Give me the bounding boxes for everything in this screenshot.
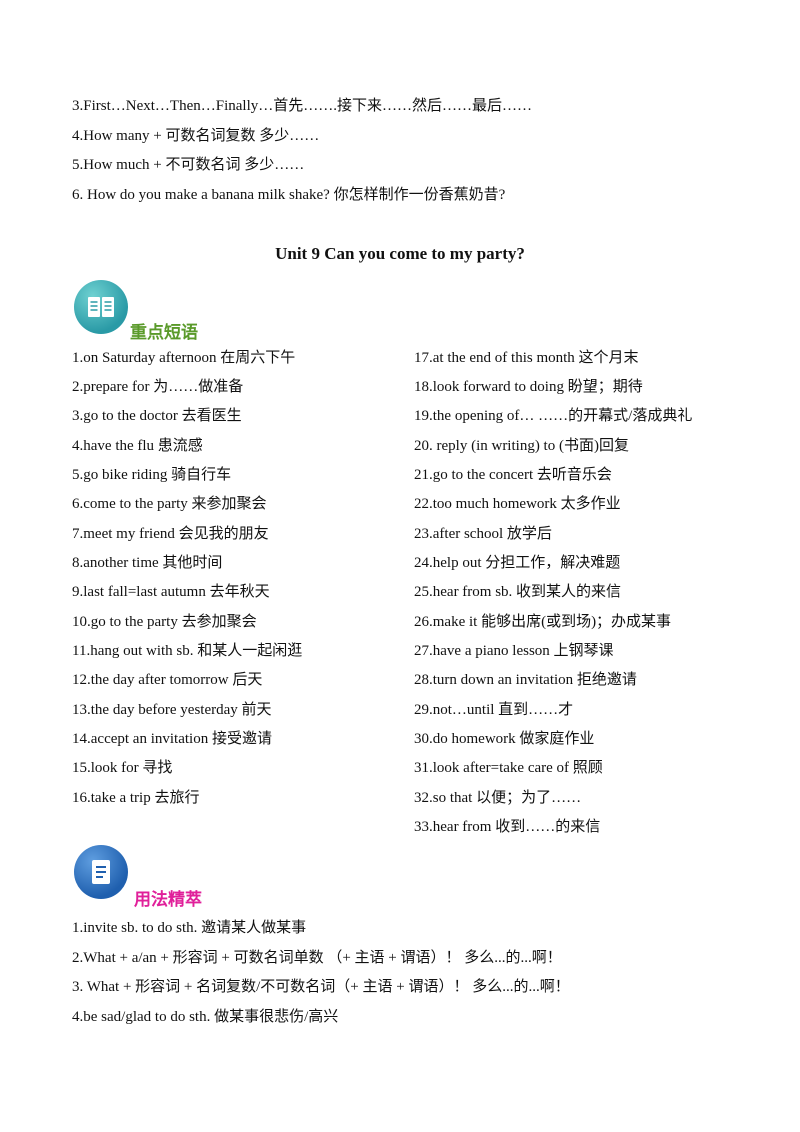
- phrase-item: 3.go to the doctor 去看医生: [72, 408, 242, 424]
- phrase-item: 7.meet my friend 会见我的朋友: [72, 526, 269, 542]
- intro-line: 6. How do you make a banana milk shake? …: [72, 187, 506, 203]
- phrase-item: 20. reply (in writing) to (书面)回复: [414, 438, 629, 454]
- phrase-item: 18.look forward to doing 盼望；期待: [414, 379, 643, 395]
- unit-title: Unit 9 Can you come to my party?: [275, 244, 525, 263]
- intro-line: 5.How much + 不可数名词 多少……: [72, 157, 305, 173]
- phrase-item: 6.come to the party 来参加聚会: [72, 496, 267, 512]
- phrase-item: 28.turn down an invitation 拒绝邀请: [414, 672, 637, 688]
- usage-line: 4.be sad/glad to do sth. 做某事很悲伤/高兴: [72, 1009, 339, 1025]
- phrase-item: 25.hear from sb. 收到某人的来信: [414, 584, 622, 600]
- phrase-item: 1.on Saturday afternoon 在周六下午: [72, 350, 296, 366]
- phrase-item: 31.look after=take care of 照顾: [414, 760, 603, 776]
- book-icon: [74, 280, 128, 334]
- phrase-item: 12.the day after tomorrow 后天: [72, 672, 263, 688]
- phrase-item: 8.another time 其他时间: [72, 555, 223, 571]
- usage-line: 1.invite sb. to do sth. 邀请某人做某事: [72, 920, 307, 936]
- phrase-item: 32.so that 以便；为了……: [414, 790, 582, 806]
- section-title-usage: 用法精萃: [134, 890, 202, 910]
- phrase-item: 24.help out 分担工作，解决难题: [414, 555, 621, 571]
- phrase-item: 22.too much homework 太多作业: [414, 496, 621, 512]
- phrase-item: 17.at the end of this month 这个月末: [414, 350, 639, 366]
- usage-line: 3. What + 形容词 + 名词复数/不可数名词（+ 主语 + 谓语）！ 多…: [72, 979, 570, 995]
- phrase-item: 19.the opening of… ……的开幕式/落成典礼: [414, 408, 693, 424]
- document-list-icon: [74, 845, 128, 899]
- usage-line: 2.What + a/an + 形容词 + 可数名词单数 （+ 主语 + 谓语）…: [72, 950, 562, 966]
- phrase-item: 26.make it 能够出席(或到场)；办成某事: [414, 614, 672, 630]
- phrase-item: 29.not…until 直到……才: [414, 702, 574, 718]
- phrase-item: 11.hang out with sb. 和某人一起闲逛: [72, 643, 303, 659]
- phrase-item: 27.have a piano lesson 上钢琴课: [414, 643, 614, 659]
- phrase-item: 4.have the flu 患流感: [72, 438, 203, 454]
- phrase-item: 9.last fall=last autumn 去年秋天: [72, 584, 270, 600]
- phrase-item: 21.go to the concert 去听音乐会: [414, 467, 612, 483]
- phrase-item: 5.go bike riding 骑自行车: [72, 467, 232, 483]
- phrase-item: 14.accept an invitation 接受邀请: [72, 731, 272, 747]
- intro-line: 3.First…Next…Then…Finally…首先…….接下来……然后………: [72, 98, 532, 114]
- phrase-item: 16.take a trip 去旅行: [72, 790, 200, 806]
- phrase-item: 2.prepare for 为……做准备: [72, 379, 244, 395]
- phrase-item: 30.do homework 做家庭作业: [414, 731, 595, 747]
- phrase-item: 10.go to the party 去参加聚会: [72, 614, 257, 630]
- phrase-item: 13.the day before yesterday 前天: [72, 702, 272, 718]
- phrase-item: 33.hear from 收到……的来信: [414, 819, 601, 835]
- section-title-key-phrases: 重点短语: [130, 323, 198, 343]
- phrase-item: 23.after school 放学后: [414, 526, 552, 542]
- intro-line: 4.How many + 可数名词复数 多少……: [72, 128, 320, 144]
- phrase-item: 15.look for 寻找: [72, 760, 173, 776]
